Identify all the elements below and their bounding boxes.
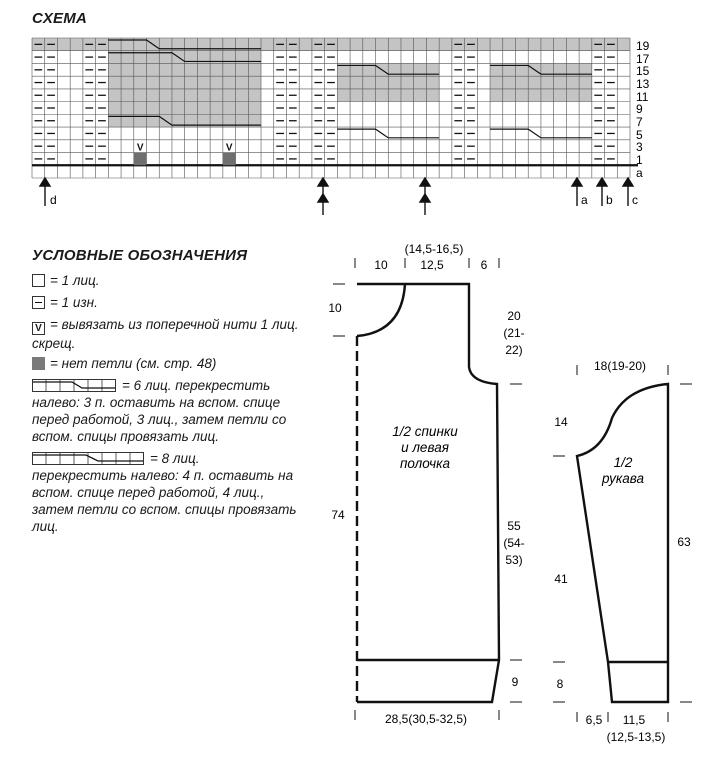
chart-title: СХЕМА — [32, 10, 87, 27]
cable-six-symbol-icon — [32, 379, 116, 392]
row-label-11: 11 — [636, 90, 649, 104]
cable-eight-symbol-icon — [32, 452, 144, 465]
legend-knit-text: = 1 лиц. — [50, 273, 100, 288]
sleeve-length: 41 — [554, 572, 568, 586]
row-label-9: 9 — [636, 102, 643, 116]
row-label-19: 19 — [636, 39, 650, 53]
body-label-2: и левая — [401, 440, 449, 455]
svg-text:V: V — [226, 143, 233, 154]
row-label-1: 1 — [636, 153, 643, 167]
body-width: 28,5(30,5-32,5) — [385, 712, 467, 726]
body-top-right: 6 — [481, 258, 488, 272]
body-side-3: 53) — [505, 553, 522, 567]
body-rib: 9 — [512, 675, 519, 689]
body-piece-outline — [356, 282, 501, 704]
legend-cable6: = 6 лиц. перекрестить налево: 3 п. остав… — [32, 377, 302, 445]
row-label-13: 13 — [636, 77, 650, 91]
body-neck-depth: 10 — [328, 301, 342, 315]
legend-increase: V= вывязать из поперечной нити 1 лиц. ск… — [32, 316, 302, 352]
legend-no-stitch: = нет петли (см. стр. 48) — [32, 355, 302, 372]
legend-purl-text: = 1 изн. — [50, 295, 98, 310]
legend-purl: = 1 изн. — [32, 294, 302, 311]
sleeve-top-width: 18(19-20) — [594, 359, 646, 373]
legend-knit: = 1 лиц. — [32, 272, 302, 289]
body-side-1: 55 — [507, 519, 521, 533]
body-armhole-2: (21- — [503, 326, 524, 340]
row-label-a: a — [636, 166, 643, 180]
sleeve-cap-height: 14 — [554, 415, 568, 429]
legend-cable8-text: перекрестить налево: 4 п. оставить на вс… — [32, 468, 297, 534]
arrow-label-c: c — [632, 193, 638, 207]
body-height: 74 — [331, 508, 345, 522]
body-label-1: 1/2 спинки — [392, 424, 458, 439]
sleeve-label-2: рукава — [601, 471, 644, 486]
sleeve-label-1: 1/2 — [614, 455, 633, 470]
row-label-5: 5 — [636, 128, 643, 142]
arrow-label-b: b — [606, 193, 613, 207]
sleeve-bottom-right: 11,5 — [623, 713, 646, 727]
body-armhole-3: 22) — [505, 343, 522, 357]
sleeve-bottom-left: 6,5 — [586, 713, 603, 727]
body-side-2: (54- — [503, 536, 524, 550]
sleeve-piece-outline — [575, 382, 670, 704]
arrow-label-d: d — [50, 193, 57, 207]
no-stitch-symbol-icon — [32, 357, 45, 370]
legend-cable8: = 8 лиц. перекрестить налево: 4 п. остав… — [32, 450, 302, 535]
row-label-17: 17 — [636, 52, 650, 66]
sleeve-bottom-alt: (12,5-13,5) — [607, 730, 666, 744]
row-label-7: 7 — [636, 115, 643, 129]
arrow-label-a: a — [581, 193, 588, 207]
body-label-3: полочка — [400, 456, 451, 471]
svg-text:V: V — [137, 143, 144, 154]
legend-title: УСЛОВНЫЕ ОБОЗНАЧЕНИЯ — [32, 247, 248, 264]
body-top-left: 10 — [374, 258, 388, 272]
body-armhole-1: 20 — [507, 309, 521, 323]
sleeve-cuff: 8 — [557, 677, 564, 691]
legend-no-stitch-text: = нет петли (см. стр. 48) — [50, 356, 217, 371]
purl-symbol-icon — [32, 296, 45, 309]
row-label-3: 3 — [636, 140, 643, 154]
body-top-mid: 12,5 — [420, 258, 444, 272]
row-label-15: 15 — [636, 64, 650, 78]
legend-increase-text: = вывязать из поперечной нити 1 лиц. скр… — [32, 317, 299, 351]
knit-symbol-icon — [32, 274, 45, 287]
legend-cable8-first: = 8 лиц. — [150, 451, 200, 466]
sleeve-total-length: 63 — [677, 535, 691, 549]
knitting-chart: V V 19 17 15 13 11 9 7 5 3 1 a d a b c — [31, 37, 650, 215]
legend-cable6-text: = 6 лиц. перекрестить налево: 3 п. остав… — [32, 378, 287, 444]
body-top-total: (14,5-16,5) — [405, 242, 464, 256]
increase-symbol-icon: V — [32, 322, 45, 335]
